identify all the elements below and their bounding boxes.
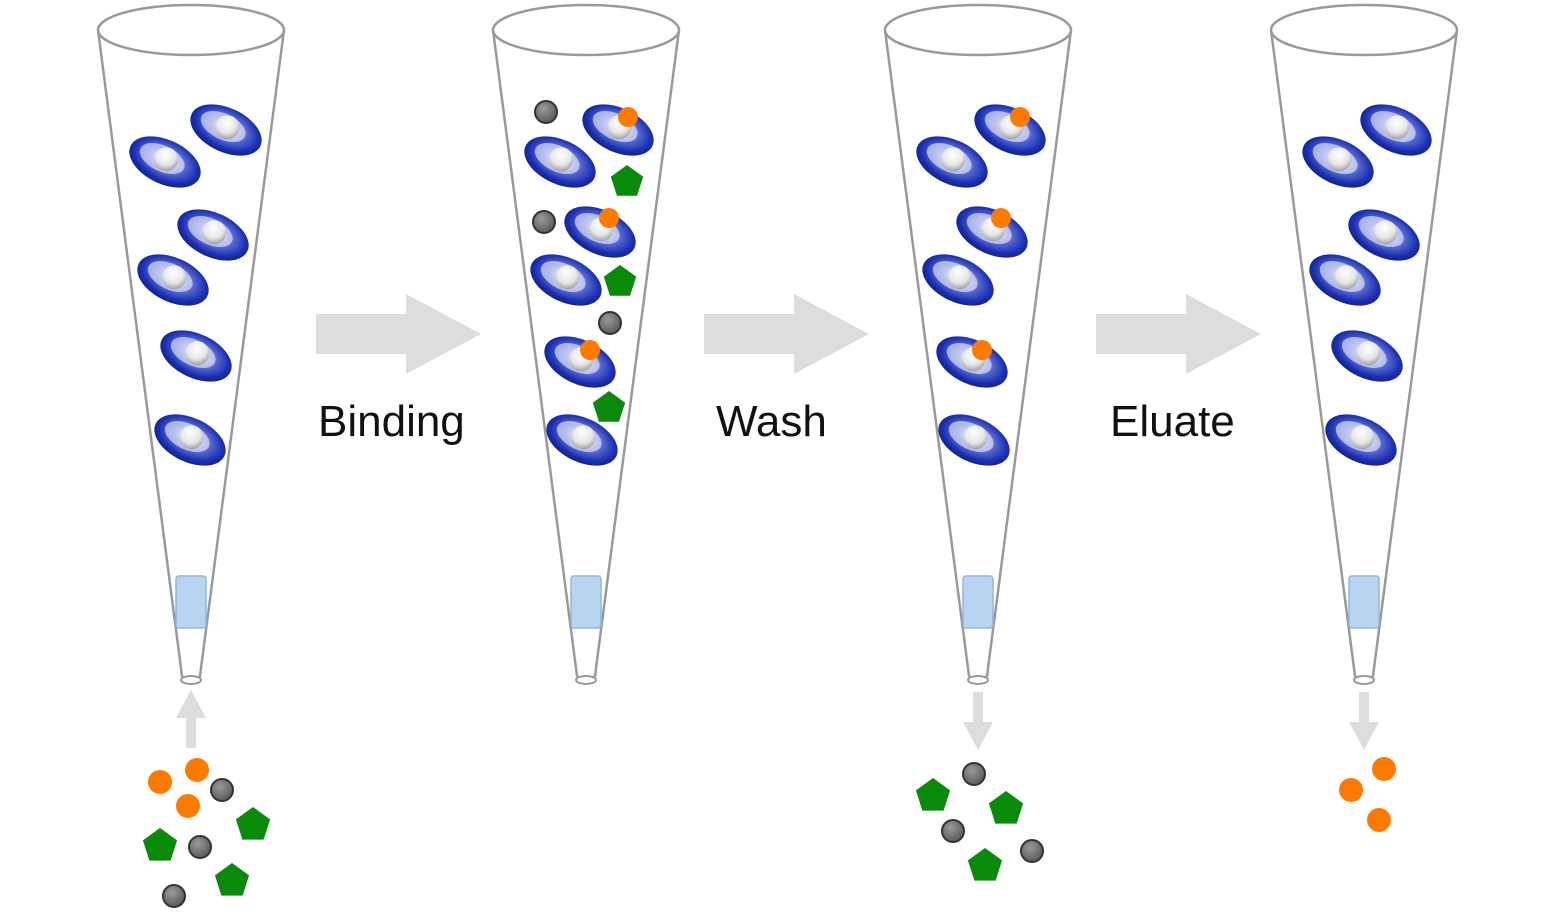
column-frit bbox=[1348, 575, 1380, 629]
column-frit bbox=[962, 575, 994, 629]
affinity-bead-icon bbox=[922, 254, 994, 306]
affinity-bead-icon bbox=[1302, 136, 1374, 188]
affinity-bead-icon bbox=[916, 136, 988, 188]
orange-circle-icon bbox=[580, 340, 600, 360]
orange-circle-icon bbox=[1339, 778, 1363, 802]
column-outlet bbox=[180, 675, 202, 685]
green-pentagon-icon bbox=[214, 863, 250, 896]
orange-circle-icon bbox=[599, 208, 619, 228]
arrow-up-icon bbox=[176, 690, 206, 748]
column-rim bbox=[96, 3, 286, 57]
gray-circle-icon bbox=[1020, 839, 1044, 863]
column-frit bbox=[175, 575, 207, 629]
orange-circle-icon bbox=[148, 770, 172, 794]
gray-circle-icon bbox=[598, 311, 622, 335]
step-arrow-icon bbox=[316, 294, 481, 374]
affinity-bead-icon bbox=[1325, 414, 1397, 466]
affinity-bead-icon bbox=[1331, 330, 1403, 382]
affinity-bead-icon bbox=[524, 136, 596, 188]
column-outlet bbox=[1353, 675, 1375, 685]
green-pentagon-icon bbox=[142, 828, 178, 861]
affinity-bead-icon bbox=[177, 209, 249, 261]
column-frit bbox=[570, 575, 602, 629]
affinity-bead-icon bbox=[129, 136, 201, 188]
column-rim bbox=[491, 3, 681, 57]
arrow-down-icon bbox=[1349, 692, 1379, 750]
gray-circle-icon bbox=[532, 210, 556, 234]
columns-layer bbox=[96, 3, 1459, 685]
column-outlet bbox=[967, 675, 989, 685]
orange-circle-icon bbox=[1367, 808, 1391, 832]
affinity-bead-icon bbox=[530, 254, 602, 306]
green-pentagon-icon bbox=[235, 807, 271, 840]
orange-circle-icon bbox=[185, 758, 209, 782]
step-arrow-icon bbox=[1096, 294, 1261, 374]
step-label-eluate: Eluate bbox=[1110, 397, 1235, 446]
affinity-bead-icon bbox=[190, 104, 262, 156]
affinity-bead-icon bbox=[137, 254, 209, 306]
orange-circle-icon bbox=[972, 340, 992, 360]
step-arrow-icon bbox=[704, 294, 869, 374]
step-label-wash: Wash bbox=[716, 397, 827, 446]
green-pentagon-icon bbox=[610, 165, 644, 196]
affinity-bead-icon bbox=[160, 330, 232, 382]
mixtures-layer bbox=[142, 757, 1396, 908]
column-rim bbox=[883, 3, 1073, 57]
arrows-layer bbox=[176, 294, 1379, 750]
gray-circle-icon bbox=[962, 762, 986, 786]
arrow-down-icon bbox=[963, 692, 993, 750]
green-pentagon-icon bbox=[988, 791, 1024, 824]
affinity-bead-icon bbox=[1360, 104, 1432, 156]
affinity-bead-icon bbox=[1348, 209, 1420, 261]
orange-circle-icon bbox=[991, 208, 1011, 228]
column-rim bbox=[1269, 3, 1459, 57]
gray-circle-icon bbox=[210, 778, 234, 802]
orange-circle-icon bbox=[1372, 757, 1396, 781]
affinity-bead-icon bbox=[1309, 254, 1381, 306]
affinity-bead-icon bbox=[154, 414, 226, 466]
orange-circle-icon bbox=[176, 794, 200, 818]
affinity-bead-icon bbox=[938, 414, 1010, 466]
gray-circle-icon bbox=[162, 884, 186, 908]
orange-circle-icon bbox=[618, 107, 638, 127]
gray-circle-icon bbox=[941, 819, 965, 843]
green-pentagon-icon bbox=[915, 778, 951, 811]
gray-circle-icon bbox=[534, 100, 558, 124]
green-pentagon-icon bbox=[967, 848, 1003, 881]
orange-circle-icon bbox=[1010, 107, 1030, 127]
column-outlet bbox=[575, 675, 597, 685]
green-pentagon-icon bbox=[603, 265, 637, 296]
gray-circle-icon bbox=[188, 835, 212, 859]
green-pentagon-icon bbox=[592, 391, 626, 422]
step-label-binding: Binding bbox=[318, 397, 465, 446]
affinity-bead-icon bbox=[546, 414, 618, 466]
